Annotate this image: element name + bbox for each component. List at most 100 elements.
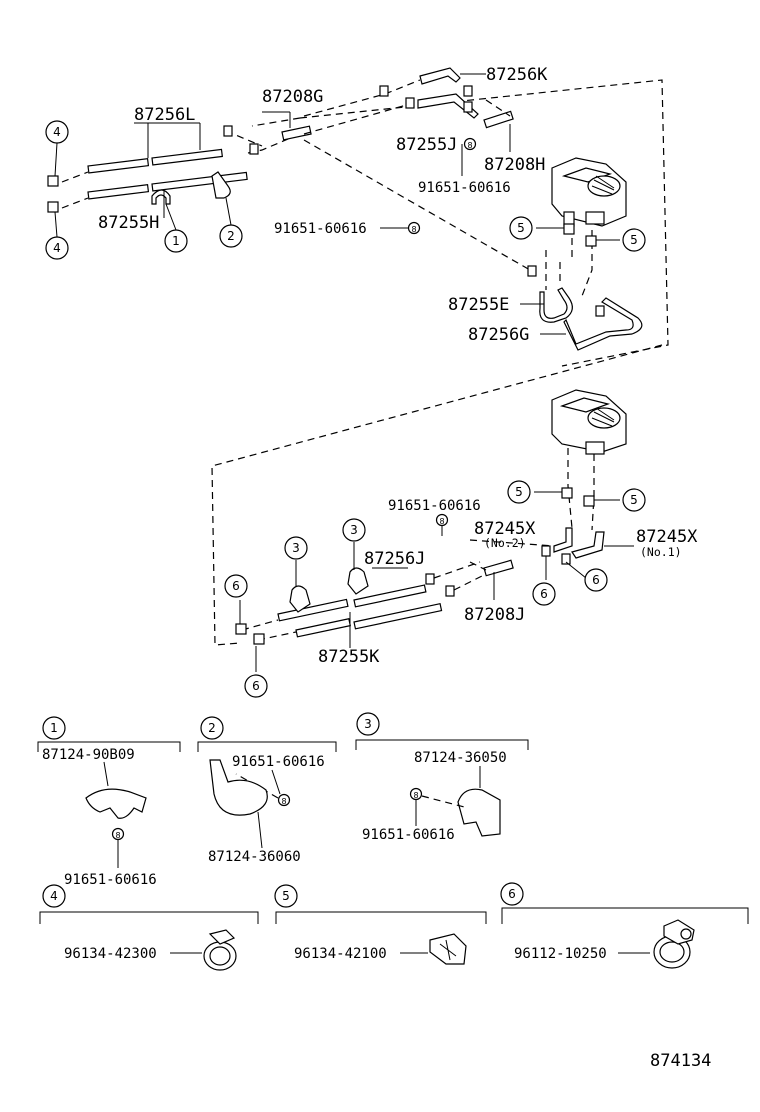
clamp-6 bbox=[541, 545, 551, 557]
svg-text:87124-36050: 87124-36050 bbox=[414, 750, 507, 766]
svg-text:1: 1 bbox=[172, 234, 180, 248]
svg-text:6: 6 bbox=[540, 587, 548, 601]
svg-text:8: 8 bbox=[411, 225, 416, 234]
label-87256G: 87256G bbox=[468, 325, 529, 345]
label-87245X-no2: 87245X bbox=[474, 519, 536, 539]
label-no1: (No.1) bbox=[640, 545, 682, 559]
detail-2: 2 91651-60616 8 87124-36060 bbox=[197, 716, 337, 865]
label-87245X-no1: 87245X bbox=[636, 527, 698, 547]
callout-5: 5 bbox=[509, 216, 533, 240]
hose-87256J bbox=[277, 584, 427, 622]
svg-text:91651-60616: 91651-60616 bbox=[362, 827, 455, 843]
callout-4: 4 bbox=[45, 236, 69, 260]
svg-text:8: 8 bbox=[439, 517, 444, 526]
svg-text:6: 6 bbox=[232, 579, 240, 593]
svg-text:3: 3 bbox=[292, 541, 300, 555]
clamp bbox=[223, 125, 233, 137]
callout-bolt: 8 bbox=[435, 513, 449, 527]
clamp-87124-36060 bbox=[209, 759, 268, 816]
svg-text:5: 5 bbox=[515, 485, 523, 499]
clamp-5 bbox=[563, 223, 575, 235]
callout-6: 6 bbox=[244, 674, 268, 698]
svg-text:91651-60616: 91651-60616 bbox=[64, 872, 157, 888]
clamp bbox=[445, 585, 455, 597]
clamp-4 bbox=[47, 201, 59, 213]
joint-87208J bbox=[483, 559, 514, 600]
detail-6: 6 96112-10250 bbox=[500, 882, 749, 969]
label-87256K: 87256K bbox=[486, 65, 548, 85]
clamp-6 bbox=[235, 623, 247, 635]
detail-3: 3 87124-36050 8 91651-60616 bbox=[355, 712, 529, 843]
clamp-4 bbox=[47, 175, 59, 187]
middle-frame bbox=[211, 344, 663, 646]
callout-6: 6 bbox=[584, 568, 608, 592]
label-87208G: 87208G bbox=[262, 87, 323, 107]
callout-2: 2 bbox=[219, 224, 243, 248]
callout-1: 1 bbox=[164, 229, 188, 253]
joint-87208H bbox=[483, 110, 514, 152]
svg-text:5: 5 bbox=[630, 493, 638, 507]
hose-87245X-no2 bbox=[553, 527, 573, 553]
svg-text:6: 6 bbox=[592, 573, 600, 587]
callout-3: 3 bbox=[342, 518, 366, 542]
hose-87255E bbox=[539, 287, 573, 323]
svg-text:2: 2 bbox=[227, 229, 235, 243]
hose-87256G bbox=[563, 297, 643, 351]
clamp-87124-90B09 bbox=[85, 788, 147, 819]
detail-1: 1 87124-90B09 8 91651-60616 bbox=[37, 716, 181, 888]
clamp-5 bbox=[561, 487, 573, 499]
clamp bbox=[405, 97, 415, 109]
svg-text:4: 4 bbox=[53, 125, 61, 139]
svg-text:1: 1 bbox=[50, 721, 58, 735]
svg-text:8: 8 bbox=[413, 791, 418, 800]
svg-text:5: 5 bbox=[630, 233, 638, 247]
hose-87255J bbox=[417, 93, 479, 119]
label-91651-lower: 91651-60616 bbox=[388, 498, 481, 514]
clamp bbox=[595, 305, 605, 317]
clamp-5 bbox=[583, 495, 595, 507]
clamp-5 bbox=[585, 235, 597, 247]
label-87255K: 87255K bbox=[318, 647, 380, 667]
hose-87256K bbox=[419, 67, 461, 85]
svg-text:5: 5 bbox=[282, 889, 290, 903]
hose-87245X-no1 bbox=[571, 531, 605, 559]
svg-text:87124-36060: 87124-36060 bbox=[208, 849, 301, 865]
callout-bolt: 8 bbox=[463, 137, 477, 151]
joint-87208G bbox=[262, 111, 312, 141]
svg-text:8: 8 bbox=[467, 141, 472, 150]
clamp bbox=[425, 573, 435, 585]
detail-4: 4 96134-42300 bbox=[39, 884, 259, 971]
upper-frame bbox=[251, 79, 669, 367]
clamp bbox=[379, 85, 389, 97]
svg-text:91651-60616: 91651-60616 bbox=[232, 754, 325, 770]
callout-5: 5 bbox=[622, 488, 646, 512]
svg-text:2: 2 bbox=[208, 721, 216, 735]
callout-4: 4 bbox=[45, 120, 69, 144]
svg-text:4: 4 bbox=[50, 889, 58, 903]
blower-unit-lower bbox=[551, 389, 627, 455]
clamp bbox=[463, 85, 473, 97]
clamp bbox=[527, 265, 537, 277]
svg-text:3: 3 bbox=[350, 523, 358, 537]
callout-5: 5 bbox=[507, 480, 531, 504]
label-no2: (No.2) bbox=[484, 536, 526, 550]
clamp-6 bbox=[253, 633, 265, 645]
clamp-6 bbox=[561, 553, 571, 565]
clamp-87124-90B09 bbox=[151, 189, 171, 205]
svg-text:96134-42300: 96134-42300 bbox=[64, 946, 157, 962]
label-87208J: 87208J bbox=[464, 605, 525, 625]
diagram-id: 874134 bbox=[650, 1051, 711, 1071]
svg-text:8: 8 bbox=[115, 831, 120, 840]
clamp-87124-36050 bbox=[457, 788, 501, 837]
label-91651-upper: 91651-60616 bbox=[418, 180, 511, 196]
svg-text:87124-90B09: 87124-90B09 bbox=[42, 747, 135, 763]
svg-text:5: 5 bbox=[517, 221, 525, 235]
label-87255J: 87255J bbox=[396, 135, 457, 155]
label-87256L: 87256L bbox=[134, 105, 195, 125]
hose-87256L bbox=[87, 148, 223, 174]
clamp bbox=[249, 143, 259, 155]
clamp-87124-36060 bbox=[211, 171, 231, 199]
label-87208H: 87208H bbox=[484, 155, 545, 175]
label-91651-middle: 91651-60616 bbox=[274, 221, 367, 237]
